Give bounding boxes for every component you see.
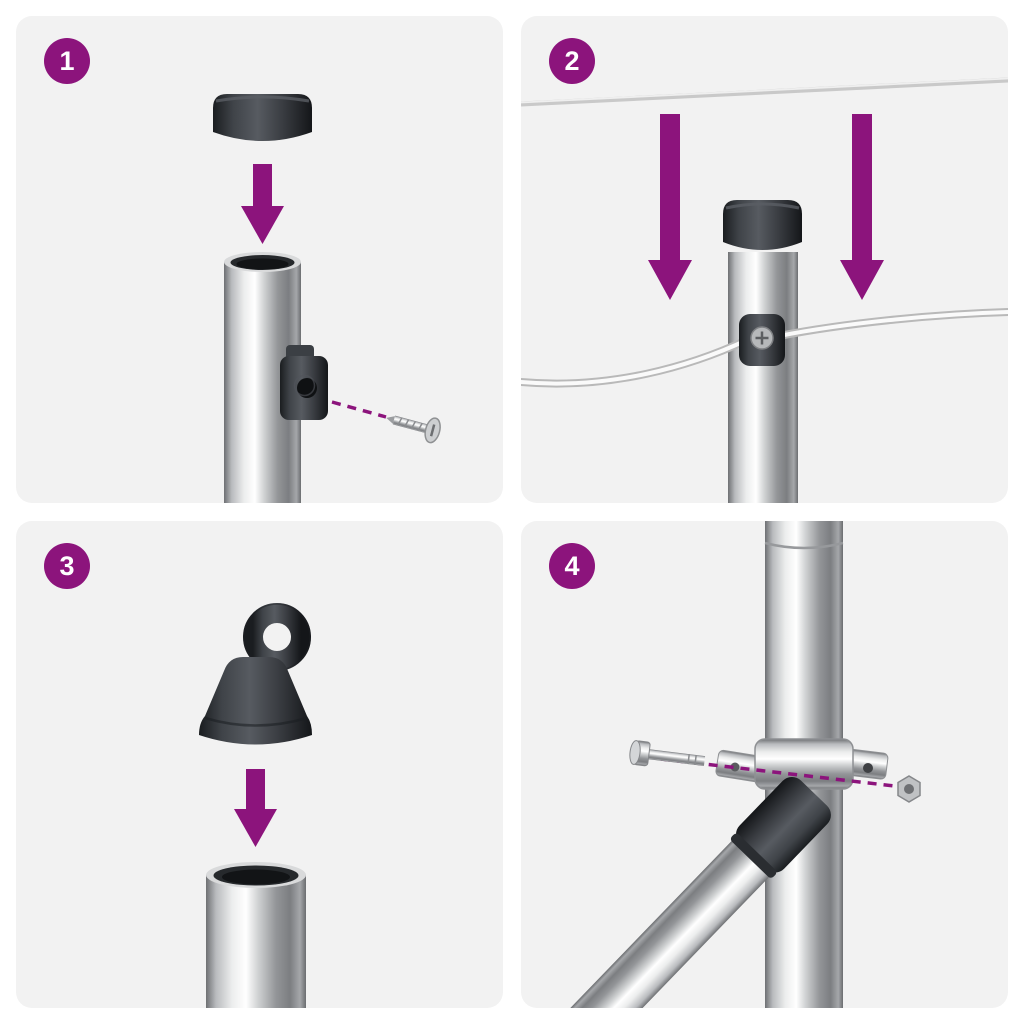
brace-post (566, 776, 831, 1008)
post-joint-seam (764, 541, 844, 550)
step-panel-3: 3 (16, 521, 503, 1008)
nut-icon (897, 775, 921, 803)
post (728, 252, 798, 503)
bolt-icon (629, 740, 706, 767)
screw-icon (386, 415, 441, 444)
step-number: 3 (59, 550, 75, 581)
arrow-down-icon (840, 114, 884, 300)
step-number-badge: 4 (549, 543, 595, 589)
post-cap (723, 200, 802, 250)
screw-clamp (280, 345, 328, 420)
step-number: 1 (59, 45, 75, 76)
step-panel-4: 4 (521, 521, 1008, 1008)
post (206, 862, 306, 1008)
step-2-illustration (521, 77, 1008, 503)
step-4-illustration (566, 521, 921, 1008)
tension-wire (521, 308, 1008, 388)
step-number-badge: 1 (44, 38, 90, 84)
eyelet-cap (199, 603, 312, 745)
arrow-down-icon (241, 164, 284, 244)
post-cap (213, 94, 312, 141)
clamp-strap (715, 738, 889, 790)
step-number: 4 (564, 550, 580, 581)
arrow-down-icon (648, 114, 692, 300)
brace-connector (735, 776, 831, 873)
step-number-badge: 2 (549, 38, 595, 84)
dashed-guide-line (331, 400, 387, 419)
arrow-down-icon (234, 769, 277, 847)
tension-wire-top (521, 77, 1008, 107)
step-panel-1: 1 (16, 16, 503, 503)
step-3-illustration (199, 603, 312, 1008)
step-1-illustration (213, 94, 441, 503)
step-panel-2: 2 (521, 16, 1008, 503)
wire-clip (739, 314, 785, 366)
step-number: 2 (564, 45, 580, 76)
step-number-badge: 3 (44, 543, 90, 589)
